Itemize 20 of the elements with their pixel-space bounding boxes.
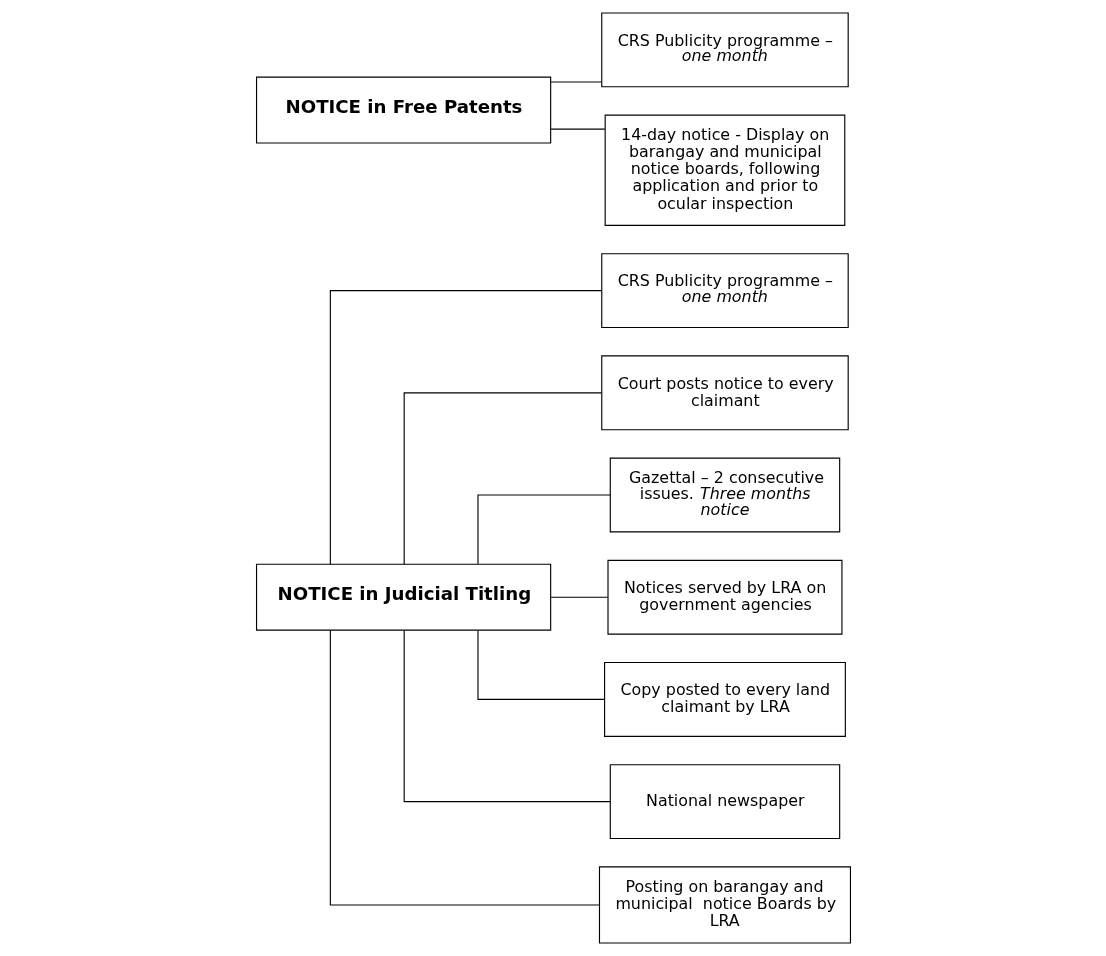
node-box: NOTICE in Free Patents <box>255 76 551 144</box>
connector <box>476 494 611 565</box>
connector <box>403 392 602 565</box>
node-box: Gazettal – 2 consecutive issues. Three months notice <box>609 457 840 533</box>
connector <box>550 128 605 130</box>
node-box: National newspaper <box>609 764 840 840</box>
node-box: Notices served by LRA on government agencies <box>606 559 842 635</box>
connector <box>550 81 602 83</box>
node-box: Posting on barangay and municipal notice Boards by LRA <box>598 866 851 944</box>
node-box: NOTICE in Judicial Titling <box>255 563 551 631</box>
node-box: Court posts notice to every claimant <box>600 355 849 431</box>
node-box: Copy posted to every land claimant by LRA <box>603 661 846 737</box>
connector <box>476 630 605 700</box>
node-box: CRS Publicity programme – one month <box>600 253 849 329</box>
connector <box>329 290 602 565</box>
node-box: 14-day notice - Display on barangay and municipal notice boards, following application and prior to ocular inspection <box>604 114 845 226</box>
connector <box>329 629 600 906</box>
connector <box>403 629 611 803</box>
connector <box>550 596 608 598</box>
node-box: CRS Publicity programme – one month <box>600 12 849 88</box>
